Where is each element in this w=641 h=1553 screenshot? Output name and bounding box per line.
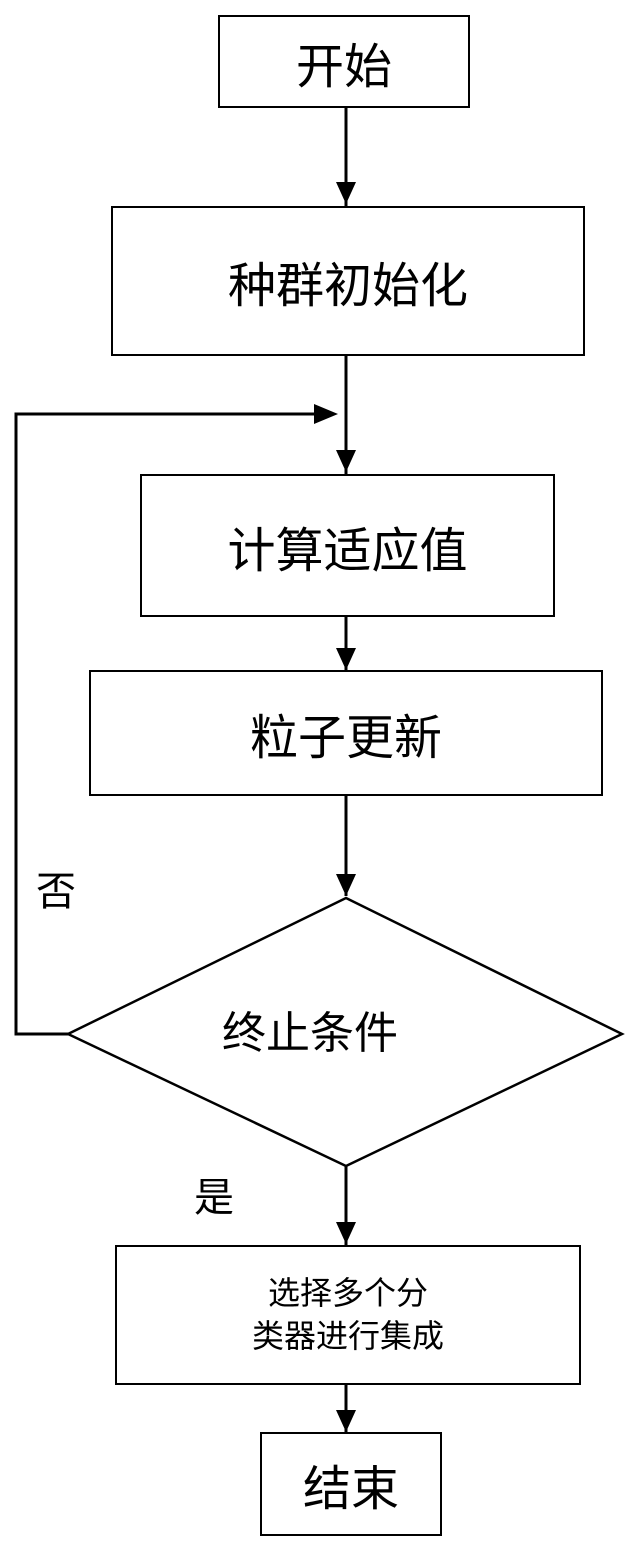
- select-label-line1: 选择多个分: [268, 1272, 428, 1315]
- update-node: 粒子更新: [89, 670, 603, 796]
- arrowhead-init: [336, 182, 356, 204]
- yes-label: 是: [194, 1178, 234, 1218]
- arrowhead-loop: [314, 404, 338, 424]
- end-node: 结束: [260, 1432, 442, 1536]
- select-label-line2: 类器进行集成: [252, 1315, 444, 1358]
- fitness-node: 计算适应值: [140, 474, 555, 617]
- init-label: 种群初始化: [228, 246, 468, 316]
- arrowhead-select: [336, 1222, 356, 1244]
- arrowhead-condition: [336, 874, 356, 896]
- arrowhead-fitness: [336, 450, 356, 472]
- arrowhead-end: [336, 1410, 356, 1432]
- start-node: 开始: [218, 15, 470, 108]
- end-label: 结束: [303, 1449, 399, 1519]
- fitness-label: 计算适应值: [227, 511, 467, 581]
- no-label: 否: [36, 872, 76, 912]
- update-label: 粒子更新: [250, 698, 442, 768]
- start-label: 开始: [296, 27, 392, 97]
- init-node: 种群初始化: [111, 206, 585, 356]
- select-node: 选择多个分 类器进行集成: [115, 1245, 581, 1385]
- arrowhead-update: [336, 648, 356, 670]
- condition-label: 终止条件: [170, 1012, 450, 1056]
